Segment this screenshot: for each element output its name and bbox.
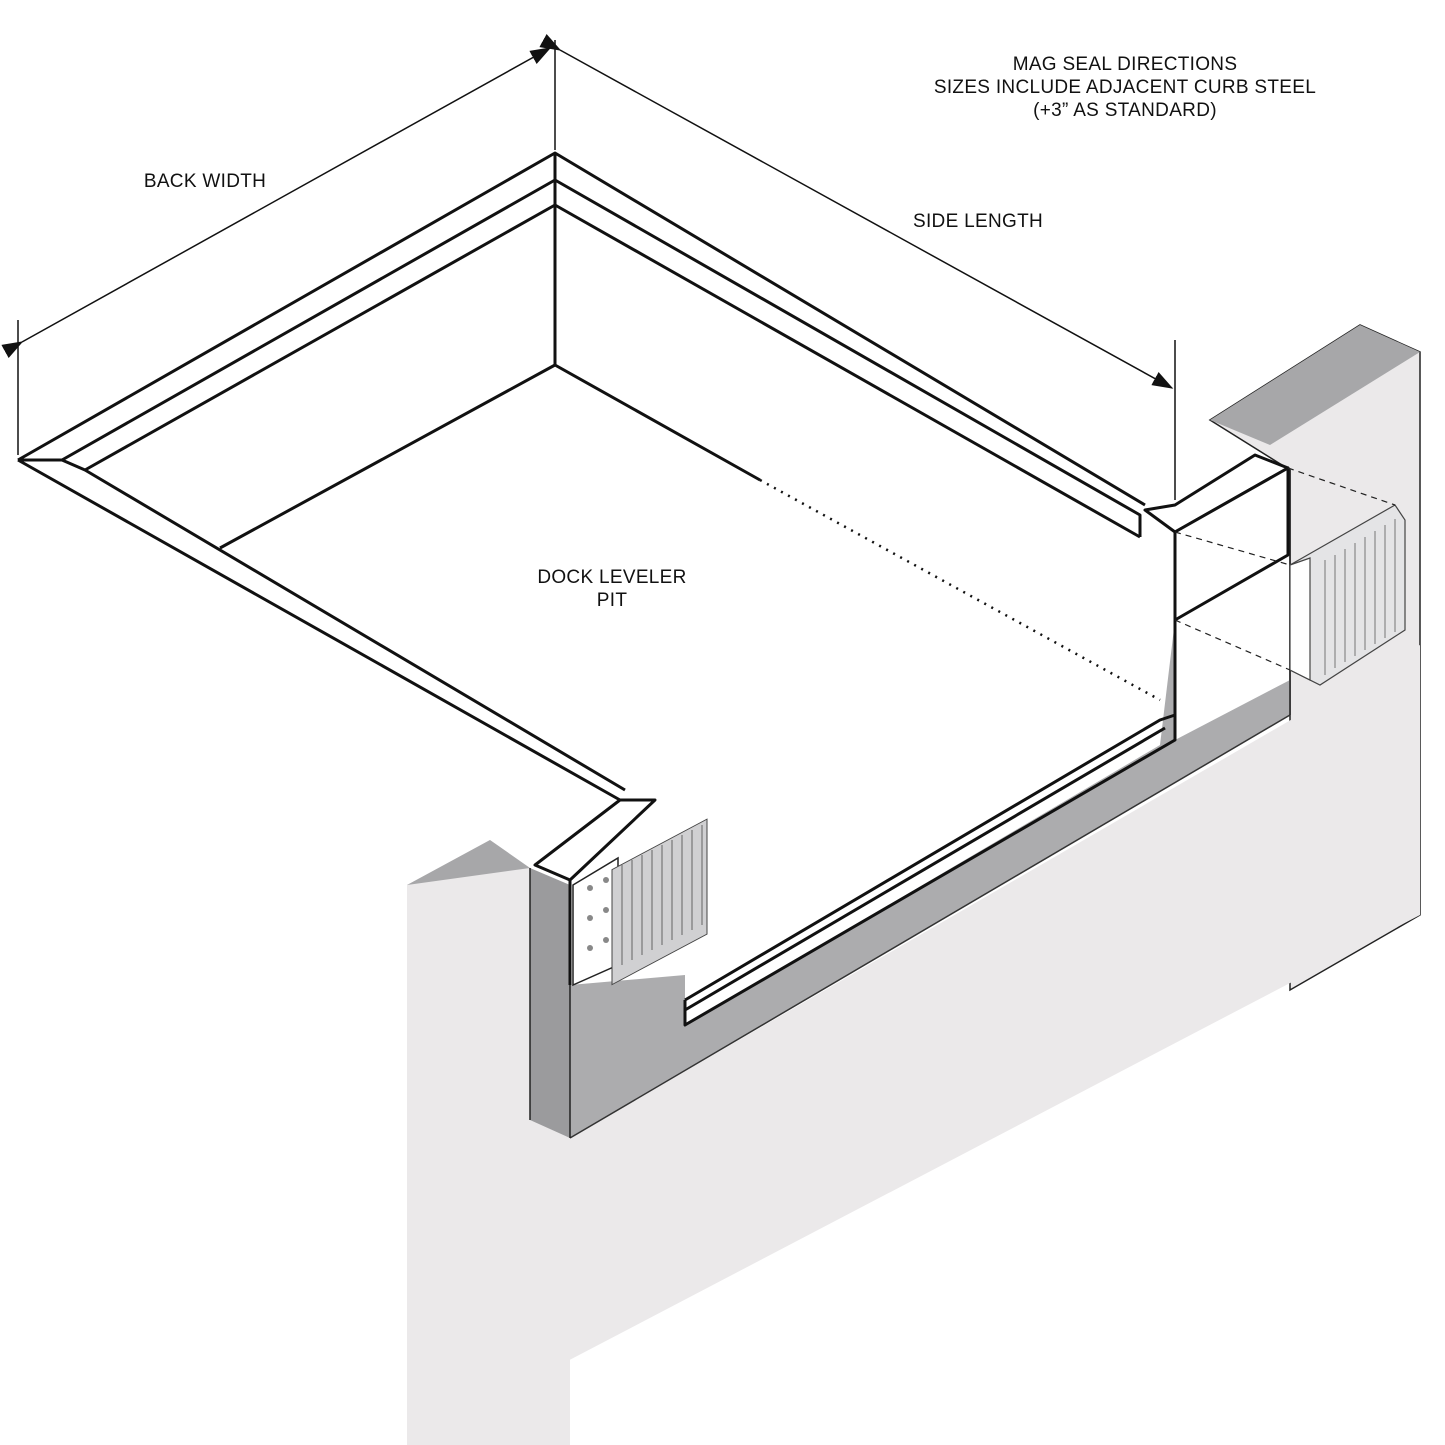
pit-label: DOCK LEVELER PIT <box>512 566 712 612</box>
back-width-dimension <box>1 47 552 359</box>
pit-label-line-2: PIT <box>596 590 628 611</box>
mag-seal-notes: MAG SEAL DIRECTIONS SIZES INCLUDE ADJACE… <box>905 53 1345 122</box>
side-length-label: SIDE LENGTH <box>913 211 1043 232</box>
note-line-1: MAG SEAL DIRECTIONS <box>1012 54 1238 75</box>
note-line-2: SIZES INCLUDE ADJACENT CURB STEEL <box>933 77 1317 98</box>
right-mag-seal <box>1174 467 1406 686</box>
dimension-lines <box>1 34 1176 500</box>
front-wall <box>407 470 1420 1445</box>
note-line-3: (+3” AS STANDARD) <box>1033 100 1217 121</box>
side-length-dimension <box>539 34 1174 389</box>
back-width-label: BACK WIDTH <box>143 171 267 192</box>
left-mag-seal <box>572 818 708 987</box>
pit-label-line-1: DOCK LEVELER <box>537 567 687 588</box>
